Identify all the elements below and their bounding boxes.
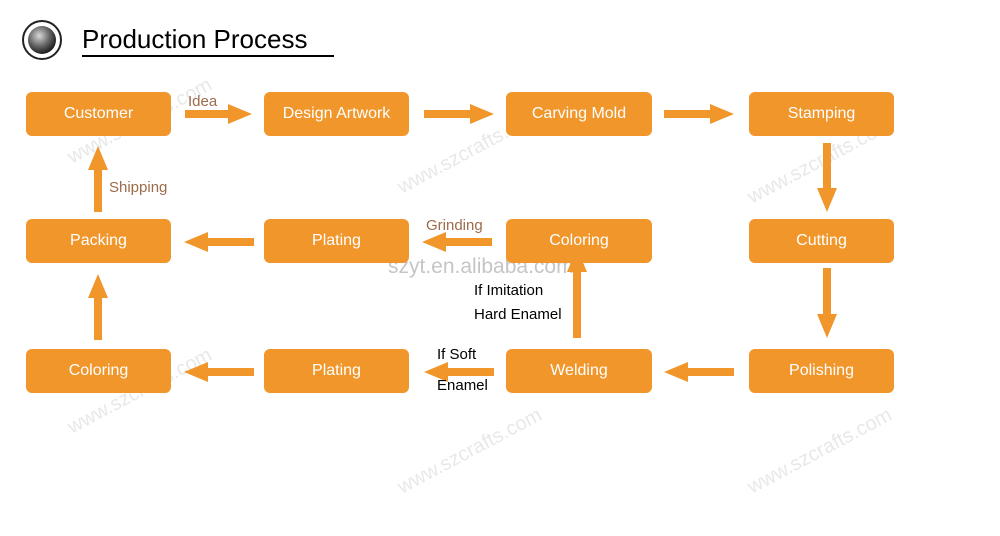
edge-label-soft-2: Enamel — [437, 377, 488, 394]
arrow-customer-to-design — [185, 104, 252, 124]
edge-label-idea: Idea — [188, 93, 218, 110]
node-plating-bottom: Plating — [264, 349, 409, 393]
arrow-design-to-carving — [424, 104, 494, 124]
arrow-carving-to-stamping — [664, 104, 734, 124]
node-packing: Packing — [26, 219, 171, 263]
node-welding: Welding — [506, 349, 652, 393]
arrow-plating-to-coloring — [184, 362, 254, 382]
edge-label-grinding: Grinding — [426, 217, 483, 234]
node-plating-mid: Plating — [264, 219, 409, 263]
arrow-welding-to-plating — [424, 362, 494, 382]
arrow-cutting-to-polishing — [817, 268, 837, 338]
arrow-coloring-to-plating — [422, 232, 492, 252]
arrow-welding-to-coloring — [567, 248, 587, 338]
bullet-circle-icon — [22, 20, 62, 60]
node-customer: Customer — [26, 92, 171, 136]
arrow-polishing-to-welding — [664, 362, 734, 382]
node-coloring-bottom: Coloring — [26, 349, 171, 393]
arrow-coloring-to-packing — [88, 274, 108, 340]
node-design-artwork: Design Artwork — [264, 92, 409, 136]
page-title: Production Process — [82, 24, 308, 54]
arrow-plating-to-packing — [184, 232, 254, 252]
node-coloring-mid: Coloring — [506, 219, 652, 263]
node-stamping: Stamping — [749, 92, 894, 136]
arrow-packing-to-customer — [88, 146, 108, 212]
node-carving-mold: Carving Mold — [506, 92, 652, 136]
edge-label-soft-1: If Soft — [437, 346, 477, 363]
title-underline — [82, 55, 334, 57]
arrow-stamping-to-cutting — [817, 143, 837, 212]
node-polishing: Polishing — [749, 349, 894, 393]
edge-label-imitation-2: Hard Enamel — [474, 306, 562, 323]
node-cutting: Cutting — [749, 219, 894, 263]
edge-label-imitation-1: If Imitation — [474, 282, 544, 299]
edge-label-shipping: Shipping — [109, 179, 168, 196]
